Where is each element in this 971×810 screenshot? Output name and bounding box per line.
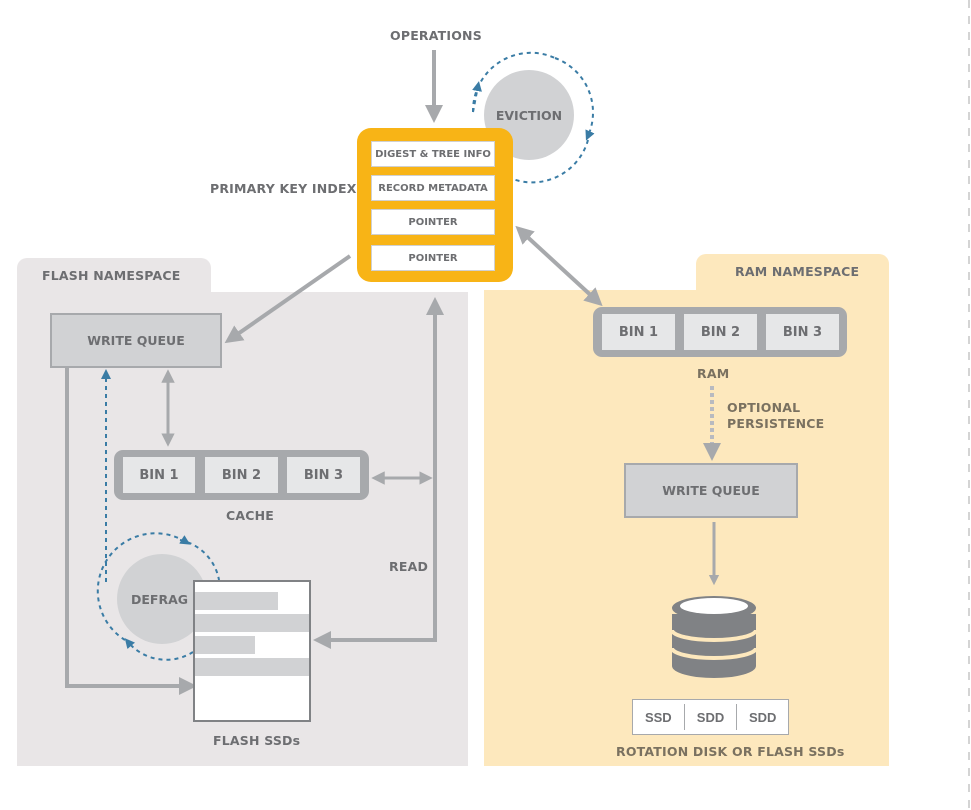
index-ram-bidirectional-arrow xyxy=(515,225,603,307)
write-queue-to-ssd-path xyxy=(65,368,180,688)
ram-write-queue-label: WRITE QUEUE xyxy=(662,483,760,498)
flash-write-queue: WRITE QUEUE xyxy=(50,313,222,368)
index-row-pointer: POINTER xyxy=(371,209,495,235)
defrag-label: DEFRAG xyxy=(131,591,189,607)
ram-namespace-panel xyxy=(484,290,889,766)
operations-label: OPERATIONS xyxy=(390,28,482,43)
ram-bin: BIN 2 xyxy=(684,314,757,350)
optional-persistence-label-line2: PERSISTENCE xyxy=(727,416,825,431)
eviction-label: EVICTION xyxy=(495,107,563,123)
flash-ssd-icon xyxy=(193,580,311,722)
flash-namespace-tab xyxy=(17,258,211,298)
ssd-cell: SDD xyxy=(748,709,777,725)
defrag-cycle-arrow xyxy=(124,638,194,661)
ssd-cell: SSD xyxy=(644,709,672,725)
flash-ssds-label: FLASH SSDs xyxy=(213,733,301,748)
flash-namespace-title: FLASH NAMESPACE xyxy=(42,268,181,283)
index-row-record-metadata: RECORD METADATA xyxy=(371,175,495,201)
ram-bin: BIN 3 xyxy=(766,314,839,350)
primary-key-index-box: DIGEST & TREE INFO RECORD METADATA POINT… xyxy=(357,128,513,282)
eviction-cycle-arrow xyxy=(471,51,556,113)
rotation-disk-label: ROTATION DISK OR FLASH SSDs xyxy=(616,744,845,759)
ssd-divider xyxy=(735,704,738,730)
ssd-data-block xyxy=(195,614,309,632)
ram-write-queue: WRITE QUEUE xyxy=(624,463,798,518)
database-icon xyxy=(670,596,758,678)
ssd-data-block xyxy=(195,636,255,654)
ram-namespace-title: RAM NAMESPACE xyxy=(735,264,860,279)
ssd-divider xyxy=(683,704,686,730)
page-edge-dotted-border xyxy=(968,0,970,810)
read-label: READ xyxy=(389,559,429,574)
ssd-cell: SDD xyxy=(696,709,725,725)
ram-bins: BIN 1 BIN 2 BIN 3 xyxy=(593,307,847,357)
cache-bin: BIN 1 xyxy=(123,457,195,493)
primary-key-index-label: PRIMARY KEY INDEX xyxy=(210,181,357,196)
optional-persistence-label-line1: OPTIONAL xyxy=(727,400,801,415)
ram-namespace-tab xyxy=(696,254,889,294)
ram-bin: BIN 1 xyxy=(602,314,675,350)
index-row-digest: DIGEST & TREE INFO xyxy=(371,141,495,167)
cache-label: CACHE xyxy=(226,508,275,523)
defrag-circle: DEFRAG xyxy=(117,554,207,644)
index-row-pointer: POINTER xyxy=(371,245,495,271)
ram-label: RAM xyxy=(697,366,730,381)
ssd-strip: SSD SDD SDD xyxy=(632,699,789,735)
ssd-data-block xyxy=(195,658,309,676)
index-to-write-queue-arrow xyxy=(224,254,352,344)
ssd-data-block xyxy=(195,592,278,610)
read-path xyxy=(325,310,437,642)
cache-bin: BIN 2 xyxy=(205,457,278,493)
cache-bin: BIN 3 xyxy=(287,457,360,493)
cache-bins: BIN 1 BIN 2 BIN 3 xyxy=(114,450,369,500)
flash-write-queue-label: WRITE QUEUE xyxy=(87,333,185,348)
